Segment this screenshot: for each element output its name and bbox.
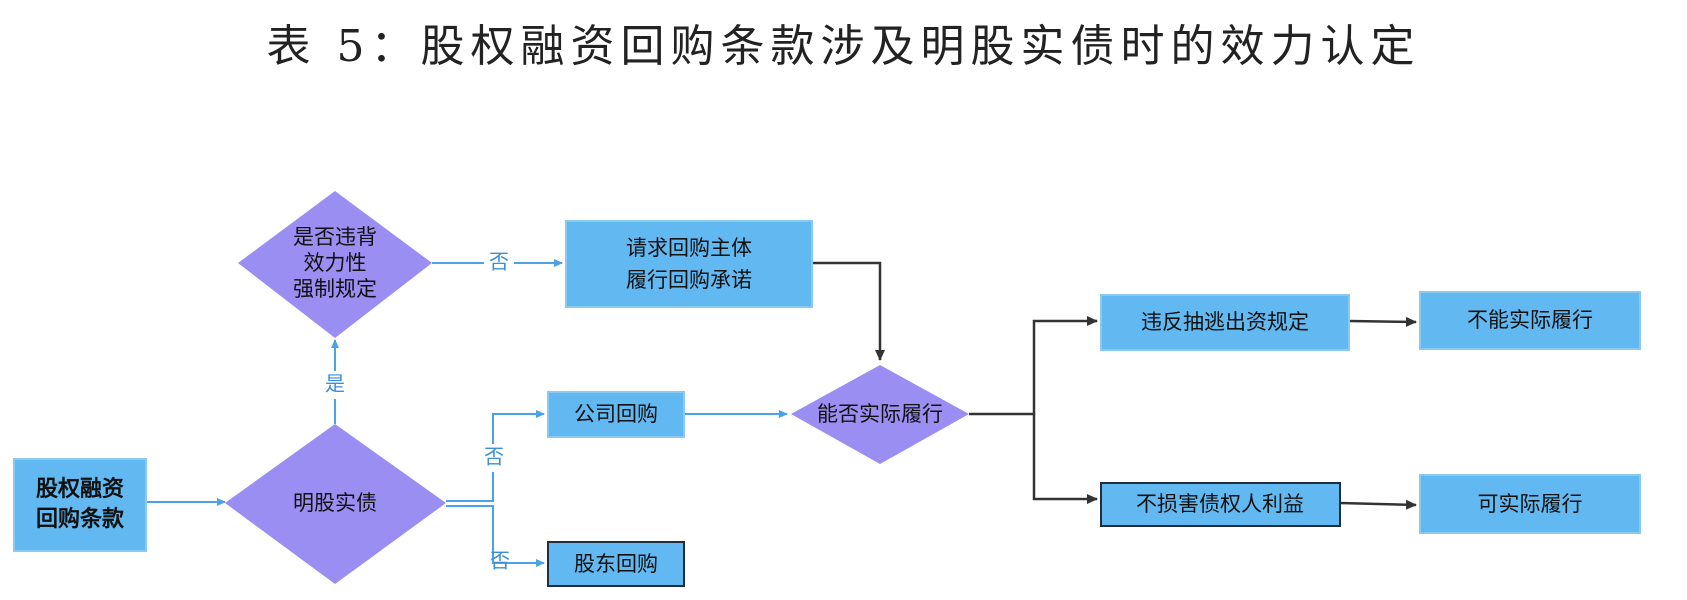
label-yes: 是 (325, 372, 345, 396)
node-shareholder-buyback-text: 股东回购 (574, 552, 658, 576)
node-start: 股权融资 回购条款 (13, 458, 147, 552)
node-decision-mandatory-line1: 是否违背 (293, 225, 377, 249)
node-decision-mandatory: 是否违背 效力性 强制规定 (238, 191, 432, 338)
node-can-perform-text: 可实际履行 (1478, 492, 1583, 516)
node-start-line1: 股权融资 (36, 476, 124, 502)
node-request-buyback-line2: 履行回购承诺 (626, 268, 752, 292)
node-violate-capital: 违反抽逃出资规定 (1100, 294, 1350, 351)
node-request-buyback: 请求回购主体 履行回购承诺 (565, 220, 813, 308)
edge-violate-to-cannot (1348, 316, 1417, 327)
node-decision-mandatory-line3: 强制规定 (293, 277, 377, 301)
node-no-harm-text: 不损害债权人利益 (1136, 492, 1304, 516)
node-company-buyback: 公司回购 (547, 391, 685, 438)
edge-perform-branch-up (969, 316, 1098, 416)
node-can-perform: 可实际履行 (1419, 474, 1641, 534)
node-violate-capital-text: 违反抽逃出资规定 (1141, 310, 1309, 334)
node-decision-mandatory-line2: 效力性 (304, 251, 367, 275)
label-no-shareholder: 否 (490, 549, 510, 573)
label-no-mandatory: 否 (489, 250, 509, 274)
node-cannot-perform: 不能实际履行 (1419, 291, 1641, 350)
node-decision-mingguo-text: 明股实债 (293, 491, 377, 515)
node-cannot-perform-text: 不能实际履行 (1467, 308, 1593, 332)
node-shareholder-buyback: 股东回购 (547, 541, 685, 587)
node-no-harm: 不损害债权人利益 (1100, 482, 1341, 527)
diagram-title: 表 5：股权融资回购条款涉及明股实债时的效力认定 (266, 21, 1421, 72)
edge-request-to-perform (812, 261, 885, 361)
node-decision-mingguo: 明股实债 (225, 424, 446, 584)
edge-perform-branch-down (1032, 414, 1098, 504)
node-start-line2: 回购条款 (36, 506, 125, 532)
node-request-buyback-line1: 请求回购主体 (626, 236, 752, 260)
edge-mingguo-to-shareholder (446, 505, 545, 567)
edge-noharm-to-can (1339, 499, 1417, 510)
label-no-company: 否 (484, 445, 504, 469)
node-company-buyback-text: 公司回购 (574, 402, 658, 426)
node-decision-perform-text: 能否实际履行 (817, 402, 943, 426)
node-decision-perform: 能否实际履行 (791, 365, 969, 464)
